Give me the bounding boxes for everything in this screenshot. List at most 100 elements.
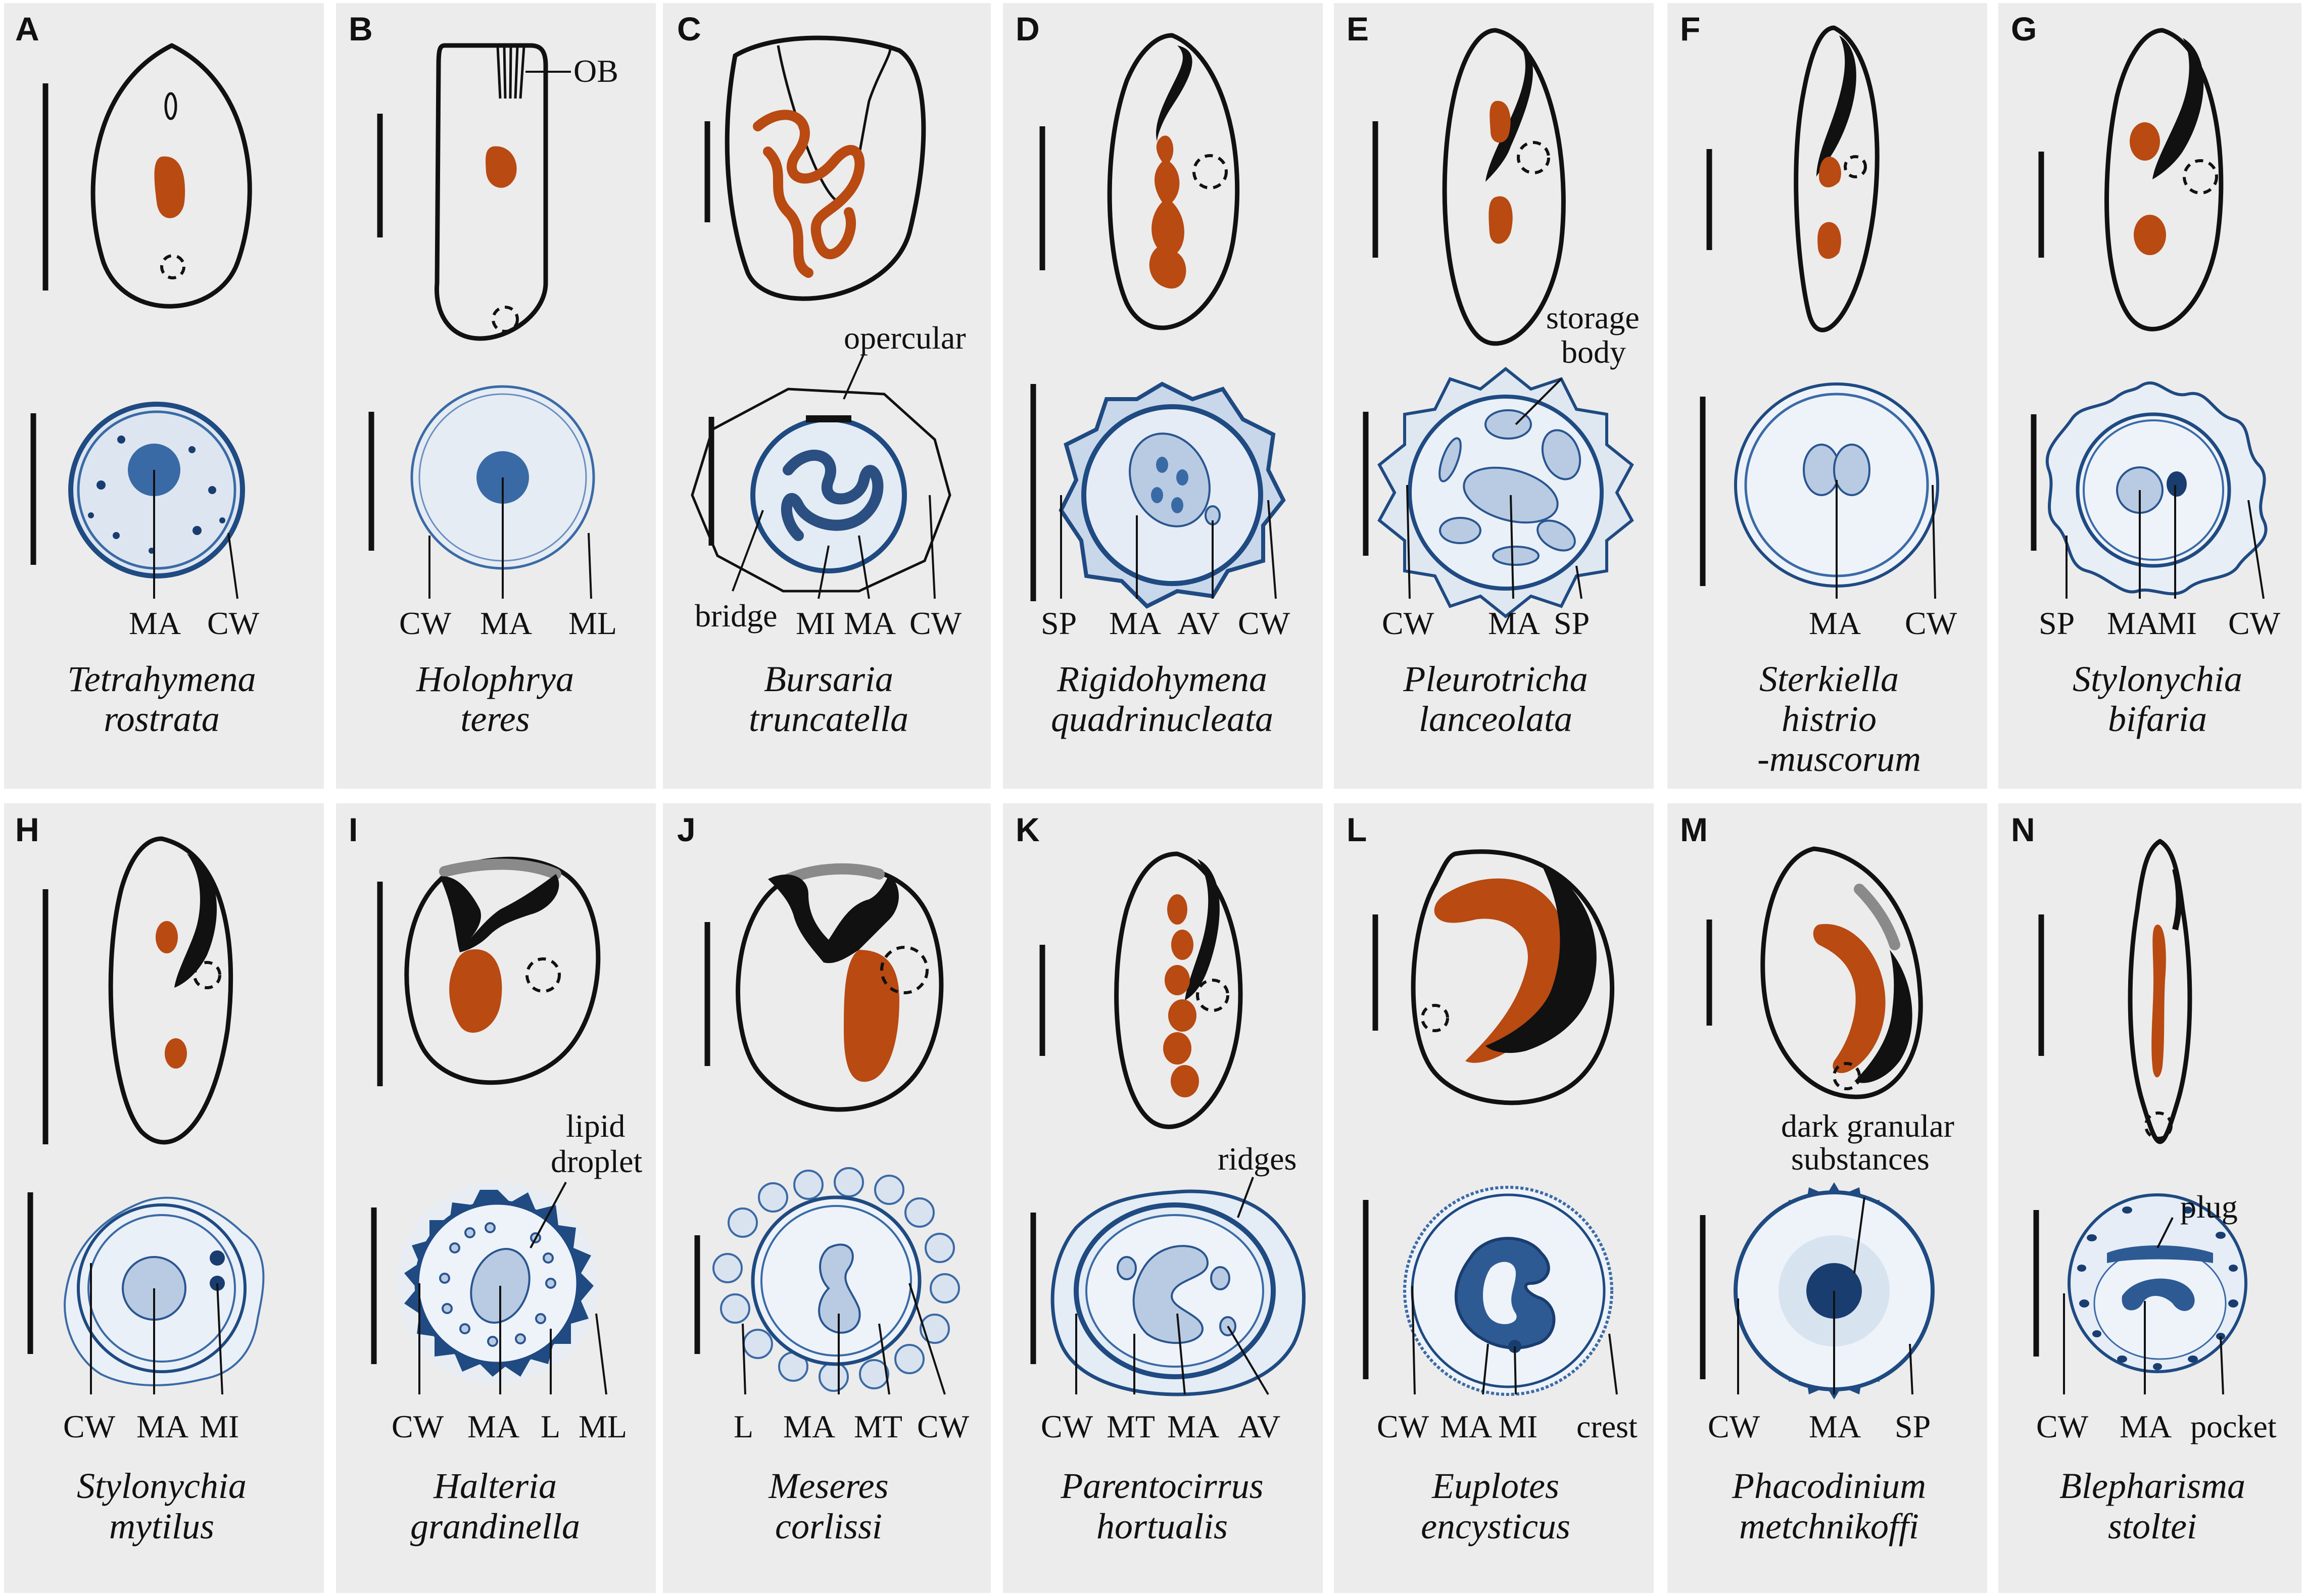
label-sp: SP bbox=[1041, 605, 1077, 641]
macronucleus bbox=[2134, 215, 2166, 255]
label-l: L bbox=[541, 1409, 560, 1444]
macronucleus bbox=[1149, 135, 1186, 289]
panel-e: E storage body CW MA SP Pleurotricha lan… bbox=[1334, 3, 1654, 789]
label-crest: crest bbox=[1576, 1409, 1638, 1444]
species-epithet: truncatella bbox=[749, 699, 908, 739]
macronucleus bbox=[1819, 157, 1841, 187]
macronucleus bbox=[1490, 101, 1511, 143]
species-genus: Bursaria bbox=[764, 659, 893, 699]
label-opercular: opercular bbox=[844, 320, 966, 356]
macronucleus bbox=[818, 1243, 861, 1334]
cell-outline bbox=[1411, 849, 1615, 1105]
contractile-vacuole bbox=[1844, 155, 1867, 178]
label-cw: CW bbox=[1905, 605, 1957, 641]
label-mi: MI bbox=[2157, 605, 2197, 641]
label-mi: MI bbox=[1498, 1409, 1538, 1444]
label-cw: CW bbox=[1377, 1409, 1429, 1444]
adoral-zone bbox=[1816, 35, 1856, 177]
label-ma: MA bbox=[467, 1409, 519, 1444]
species-genus: Meseres bbox=[768, 1466, 888, 1506]
label-sp: SP bbox=[1554, 605, 1590, 641]
cell-outline bbox=[736, 864, 944, 1112]
label-bridge: bridge bbox=[695, 598, 778, 634]
adoral-zone bbox=[1485, 864, 1597, 1053]
contractile-vacuole bbox=[1192, 154, 1228, 189]
panel-letter: A bbox=[15, 10, 39, 47]
panel-g: G SP MA MI CW Stylonychia bifaria bbox=[1998, 3, 2301, 789]
cell-outline bbox=[1114, 851, 1243, 1129]
species-genus: Parentocirrus bbox=[1060, 1466, 1263, 1506]
label-ma: MA bbox=[844, 605, 896, 641]
cyst-wall bbox=[1074, 1202, 1276, 1379]
label-cw: CW bbox=[917, 1409, 970, 1444]
species-genus: Halteria bbox=[433, 1466, 557, 1506]
adoral-zone bbox=[1185, 859, 1220, 1000]
contractile-vacuole bbox=[880, 946, 929, 994]
adoral-zone bbox=[768, 874, 899, 963]
contractile-vacuole bbox=[1196, 979, 1229, 1012]
label-dark-granular: dark granular bbox=[1781, 1108, 1954, 1144]
label-cw: CW bbox=[1382, 605, 1434, 641]
macronucleus bbox=[165, 1038, 187, 1069]
cyst-wall bbox=[77, 1203, 247, 1373]
label-ridges: ridges bbox=[1218, 1141, 1296, 1177]
species-epithet: rostrata bbox=[104, 699, 219, 739]
species-genus: Blepharisma bbox=[2059, 1466, 2245, 1506]
label-cw: CW bbox=[2036, 1409, 2089, 1444]
label-ma: MA bbox=[783, 1409, 835, 1444]
label-substances: substances bbox=[1791, 1141, 1930, 1177]
panel-letter: F bbox=[1680, 10, 1700, 47]
label-sp: SP bbox=[2039, 605, 2075, 641]
panel-letter: L bbox=[1347, 811, 1367, 848]
plug bbox=[2107, 1245, 2213, 1263]
label-cw: CW bbox=[1708, 1409, 1760, 1444]
contractile-vacuole bbox=[193, 961, 221, 989]
adoral-zone bbox=[1854, 950, 1912, 1083]
label-ma: MA bbox=[129, 605, 181, 641]
species-epithet: corlissi bbox=[775, 1506, 882, 1546]
panel-i: I lipid droplet CW MA L ML Halteria gran… bbox=[336, 803, 656, 1593]
panel-n: N plug CW MA pocket Blepharisma stoltei bbox=[1998, 803, 2301, 1593]
cyst-wall bbox=[1081, 404, 1263, 586]
label-ma: MA bbox=[1809, 1409, 1861, 1444]
contractile-vacuole bbox=[525, 957, 561, 993]
species-genus: Euplotes bbox=[1431, 1466, 1559, 1506]
label-pocket: pocket bbox=[2190, 1409, 2277, 1444]
contractile-vacuole bbox=[2183, 159, 2218, 195]
species-epithet: hortualis bbox=[1096, 1506, 1228, 1546]
panel-letter: B bbox=[349, 10, 373, 47]
contractile-vacuole bbox=[160, 254, 185, 279]
label-cw: CW bbox=[399, 605, 452, 641]
macronucleus bbox=[2122, 1278, 2195, 1311]
macronucleus bbox=[1129, 432, 1211, 527]
label-mt: MT bbox=[854, 1409, 902, 1444]
macronucleus bbox=[154, 156, 185, 218]
species-epithet: stoltei bbox=[2108, 1506, 2197, 1546]
label-mt: MT bbox=[1107, 1409, 1155, 1444]
label-lipid: lipid bbox=[566, 1108, 625, 1144]
cell-outline bbox=[434, 43, 548, 341]
label-body: body bbox=[1561, 334, 1626, 370]
panel-h: H CW MA MI Stylonychia mytilus bbox=[4, 803, 324, 1593]
label-cw: CW bbox=[2228, 605, 2281, 641]
label-ml: ML bbox=[568, 605, 617, 641]
panel-a: A MA CW Tetrahymena rostrata bbox=[4, 3, 324, 789]
species-epithet-line2: -muscorum bbox=[1757, 739, 1921, 779]
label-av: AV bbox=[1238, 1409, 1280, 1444]
cell-outline bbox=[1794, 25, 1880, 332]
membranelles bbox=[783, 863, 885, 885]
panel-letter: E bbox=[1347, 10, 1369, 47]
label-cw: CW bbox=[1238, 605, 1290, 641]
macronucleus bbox=[781, 450, 884, 541]
label-ml: ML bbox=[579, 1409, 627, 1444]
adoral-zone bbox=[2152, 38, 2204, 179]
label-ma: MA bbox=[1167, 1409, 1219, 1444]
label-ma: MA bbox=[2120, 1409, 2172, 1444]
cyst-wall bbox=[68, 402, 245, 578]
panel-letter: K bbox=[1016, 811, 1040, 848]
adoral-zone bbox=[2172, 868, 2182, 931]
panel-letter: N bbox=[2011, 811, 2035, 848]
micronucleus bbox=[2167, 471, 2187, 497]
label-ma: MA bbox=[136, 1409, 188, 1444]
